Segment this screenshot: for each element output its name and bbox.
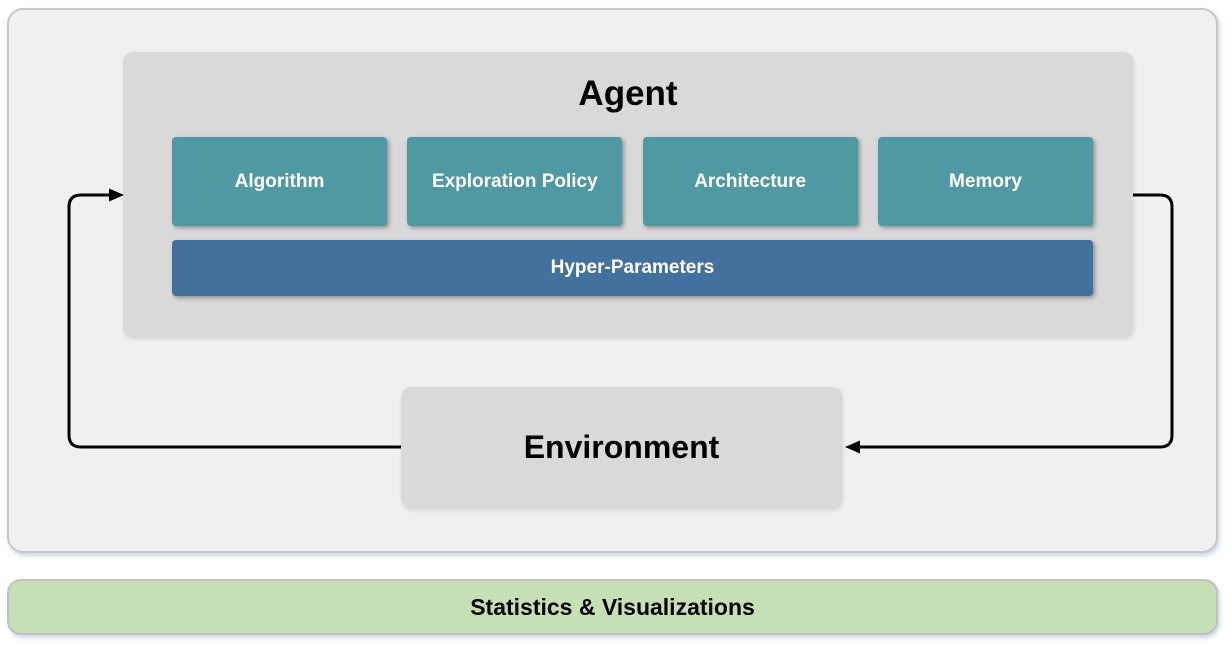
component-box-algorithm: Algorithm [172,137,387,226]
component-label: Algorithm [234,170,325,192]
component-box-memory: Memory [877,137,1093,226]
component-box-architecture: Architecture [642,137,858,226]
statistics-visualizations-bar: Statistics & Visualizations [7,579,1218,635]
environment-title: Environment [523,429,720,465]
agent-panel: Agent Algorithm Exploration Policy Archi… [123,52,1133,337]
component-box-exploration-policy: Exploration Policy [407,137,623,226]
component-label: Exploration Policy [431,170,598,192]
hyper-parameters-label: Hyper-Parameters [550,257,715,278]
agent-title: Agent [578,74,678,113]
training-loop-panel: Agent Algorithm Exploration Policy Archi… [7,8,1218,553]
statistics-visualizations-label: Statistics & Visualizations [470,593,755,620]
environment-panel: Environment [401,387,842,508]
component-label: Architecture [694,170,807,192]
agent-components-row: Algorithm Exploration Policy Architectur… [172,137,1093,226]
hyper-parameters-bar: Hyper-Parameters [172,240,1093,296]
component-label: Memory [949,170,1022,192]
